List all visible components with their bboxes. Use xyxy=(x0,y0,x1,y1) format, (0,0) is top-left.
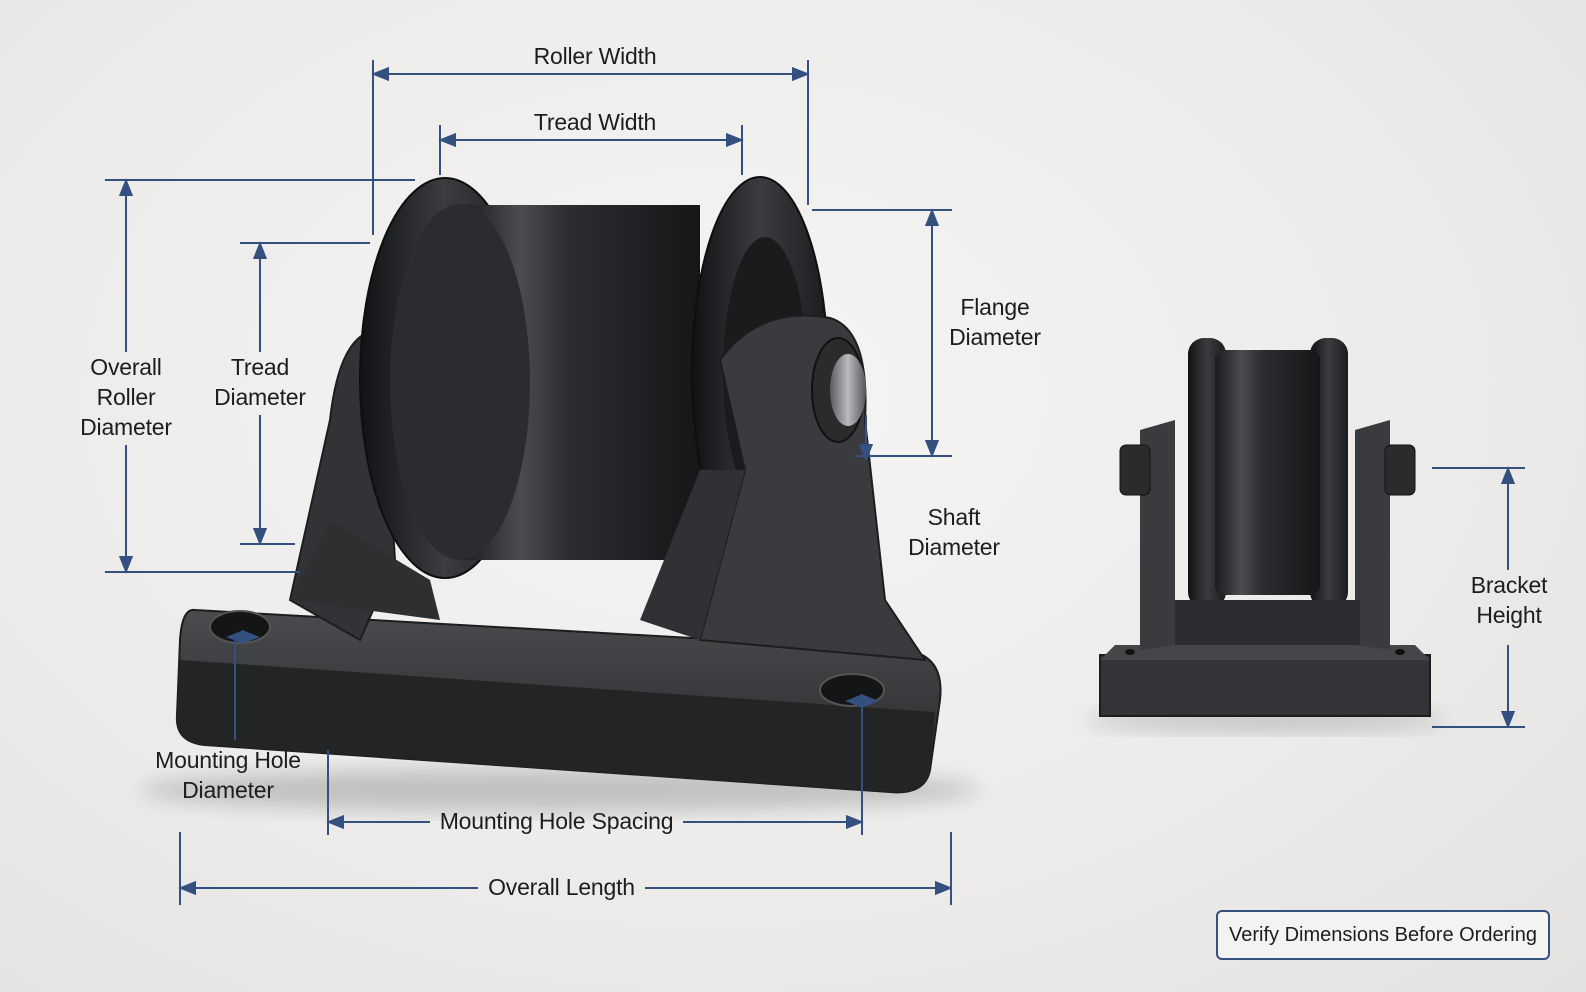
dimension-lines xyxy=(105,60,1525,905)
side-view-roller xyxy=(1085,338,1445,732)
main-roller-assembly xyxy=(140,176,980,812)
label-mounting-hole-diameter: Mounting Hole Diameter xyxy=(155,747,301,803)
label-shaft-diameter: Shaft Diameter xyxy=(908,504,1000,560)
label-mounting-hole-spacing: Mounting Hole Spacing xyxy=(439,808,674,834)
label-tread-width: Tread Width xyxy=(533,109,657,135)
label-roller-width: Roller Width xyxy=(533,43,657,69)
label-overall-roller-diameter: Overall Roller Diameter xyxy=(80,354,172,440)
label-flange-diameter: Flange Diameter xyxy=(949,294,1041,350)
label-bracket-height: Bracket Height xyxy=(1470,572,1548,628)
label-tread-diameter: Tread Diameter xyxy=(214,354,306,410)
label-overall-length: Overall Length xyxy=(488,874,635,900)
verify-dimensions-note: Verify Dimensions Before Ordering xyxy=(1216,910,1550,960)
mounting-hole-left xyxy=(209,610,271,644)
